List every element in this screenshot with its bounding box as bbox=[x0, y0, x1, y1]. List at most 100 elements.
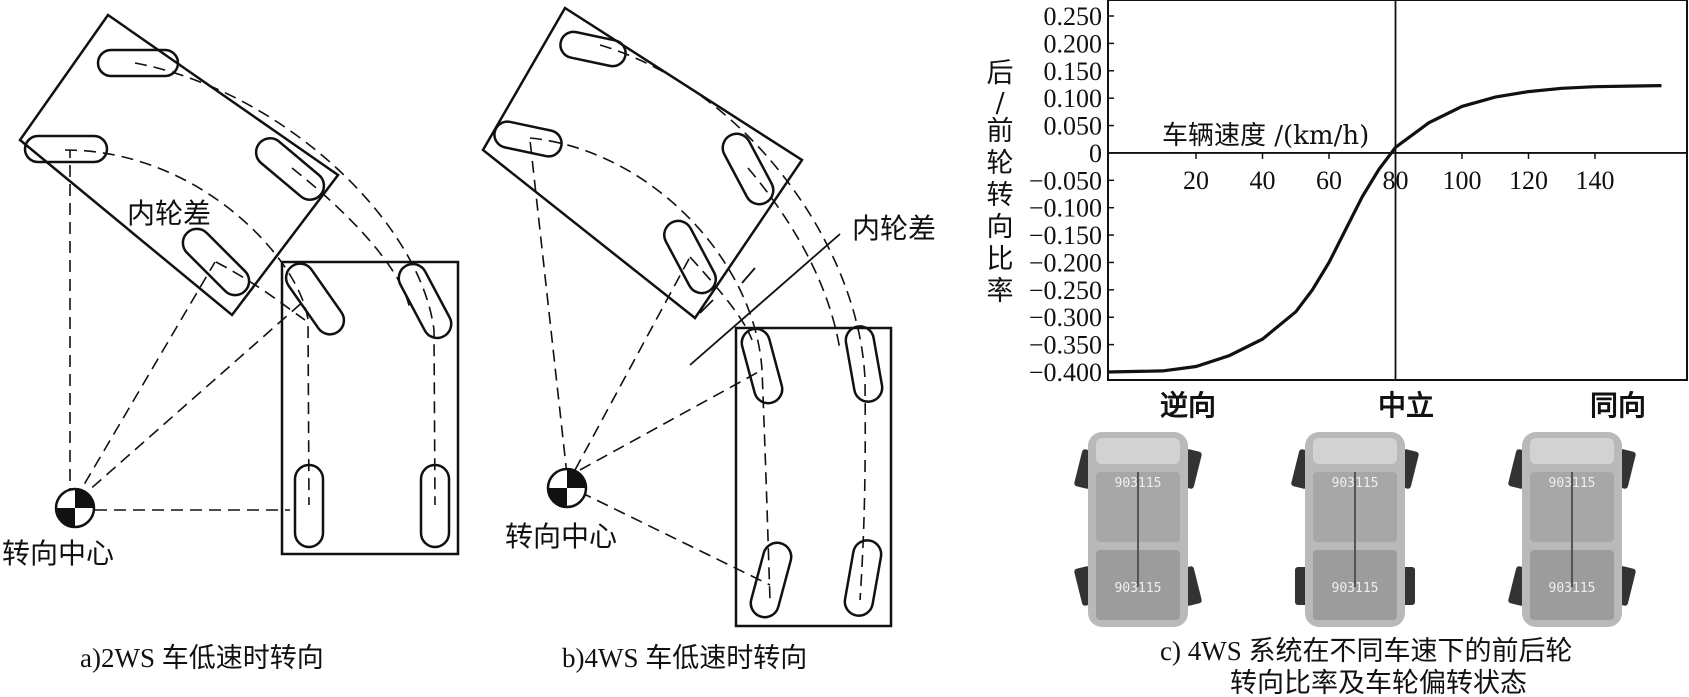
car-plate-text: 903115 bbox=[1332, 581, 1379, 596]
panel-b-inner-diff-pointer bbox=[689, 233, 841, 366]
panel-a-trajectories bbox=[64, 62, 436, 511]
y-tick-label: −0.400 bbox=[1029, 358, 1102, 387]
wheel bbox=[740, 327, 784, 405]
trajectory bbox=[689, 256, 753, 341]
wheel bbox=[559, 30, 627, 68]
panel-a-straight-vehicle bbox=[280, 260, 460, 556]
panel-a-center-label: 转向中心 bbox=[2, 537, 114, 570]
y-tick-label: −0.200 bbox=[1029, 248, 1102, 277]
car-hood bbox=[1096, 438, 1180, 464]
y-tick-label: 0.250 bbox=[1044, 2, 1103, 31]
y-tick-label: −0.100 bbox=[1029, 194, 1102, 223]
y-tick-label: −0.300 bbox=[1029, 303, 1102, 332]
wheel bbox=[181, 227, 251, 297]
y-tick-label: 0.050 bbox=[1044, 112, 1103, 141]
panel-b bbox=[481, 6, 893, 628]
panel-a-rotated-wheels bbox=[23, 48, 326, 297]
y-tick-label: 0.100 bbox=[1044, 84, 1103, 113]
state-label-neutral: 中立 bbox=[1378, 389, 1434, 422]
panel-a bbox=[18, 13, 460, 556]
y-tick-label: 0 bbox=[1089, 139, 1102, 168]
wheel bbox=[663, 219, 717, 295]
y-axis-label-char: 向 bbox=[987, 212, 1014, 243]
car-plate-text: 903115 bbox=[1332, 476, 1379, 491]
x-tick-label: 40 bbox=[1250, 166, 1276, 195]
x-tick-label: 60 bbox=[1316, 166, 1342, 195]
car-plate-text: 903115 bbox=[1549, 581, 1596, 596]
y-tick-label: −0.350 bbox=[1029, 331, 1102, 360]
y-axis-label-char: 前 bbox=[987, 116, 1014, 147]
wheel bbox=[23, 134, 109, 164]
radius-line bbox=[529, 139, 568, 476]
y-axis-label-char: 轮 bbox=[987, 148, 1014, 179]
y-tick-label: −0.250 bbox=[1029, 276, 1102, 305]
panel-b-rotated-wheels bbox=[493, 30, 775, 295]
radius-line bbox=[579, 369, 763, 471]
y-tick-label: 0.150 bbox=[1044, 57, 1103, 86]
x-tick-label: 100 bbox=[1443, 166, 1482, 195]
panel-b-straight-vehicle bbox=[734, 326, 893, 628]
panel-b-trajectories bbox=[529, 44, 867, 601]
y-axis-label-char: / bbox=[995, 88, 1005, 119]
wheel bbox=[284, 262, 346, 336]
panel-c-caption-line1: c) 4WS 系统在不同车速下的前后轮 bbox=[1160, 636, 1572, 666]
wheel bbox=[254, 137, 326, 201]
car-top-view: 903115 903115 bbox=[1291, 432, 1419, 627]
car-top-view: 903115 903115 bbox=[1508, 432, 1636, 627]
wheel bbox=[843, 539, 883, 617]
wheel bbox=[96, 48, 180, 78]
x-tick-label: 140 bbox=[1576, 166, 1615, 195]
radius-line bbox=[74, 261, 216, 501]
trajectory bbox=[134, 62, 436, 506]
panel-b-caption: b)4WS 车低速时转向 bbox=[562, 643, 807, 673]
x-tick-label: 120 bbox=[1509, 166, 1548, 195]
wheel bbox=[749, 541, 793, 619]
y-tick-label: −0.050 bbox=[1029, 166, 1102, 195]
trajectory bbox=[529, 137, 771, 601]
trajectory bbox=[747, 167, 841, 351]
car-plate-text: 903115 bbox=[1115, 581, 1162, 596]
state-label-same: 同向 bbox=[1590, 389, 1646, 422]
panel-b-rotated-vehicle bbox=[481, 6, 804, 320]
radius-line bbox=[77, 299, 306, 501]
panel-a-straight-wheels bbox=[284, 262, 453, 549]
trajectory bbox=[64, 149, 310, 506]
y-tick-label: 0.200 bbox=[1044, 29, 1103, 58]
panel-a-caption: a)2WS 车低速时转向 bbox=[80, 643, 324, 673]
panel-b-inner-diff-label: 内轮差 bbox=[852, 212, 936, 245]
x-tick-label: 20 bbox=[1183, 166, 1209, 195]
series-line bbox=[1107, 84, 1662, 374]
y-axis-label-char: 转 bbox=[987, 180, 1014, 211]
y-axis-label-char: 后 bbox=[987, 58, 1014, 89]
panel-b-center-label: 转向中心 bbox=[505, 520, 617, 553]
wheel bbox=[493, 120, 563, 158]
y-axis-ticks: 0.2500.2000.1500.1000.0500−0.050−0.100−0… bbox=[1029, 2, 1114, 387]
panel-a-rotated-vehicle bbox=[18, 13, 340, 317]
wheel bbox=[721, 132, 775, 206]
panel-b-steering-center-icon bbox=[546, 467, 588, 509]
radius-line bbox=[574, 256, 691, 471]
y-tick-label: −0.150 bbox=[1029, 221, 1102, 250]
state-label-reverse: 逆向 bbox=[1160, 389, 1216, 422]
panel-c-caption-line2: 转向比率及车轮偏转状态 bbox=[1230, 668, 1527, 697]
trajectory bbox=[291, 167, 411, 311]
car-hood bbox=[1530, 438, 1614, 464]
y-axis-label-char: 比 bbox=[987, 244, 1014, 275]
wheel bbox=[293, 463, 325, 549]
trajectory bbox=[215, 261, 306, 321]
radius-line bbox=[579, 491, 771, 586]
chart-frame bbox=[1107, 0, 1688, 381]
wheel bbox=[419, 463, 451, 549]
car-plate-text: 903115 bbox=[1549, 476, 1596, 491]
wheel bbox=[844, 325, 884, 403]
car-hood bbox=[1313, 438, 1397, 464]
panel-a-steering-center-icon bbox=[54, 487, 96, 529]
x-axis-label: 车辆速度 /(km/h) bbox=[1162, 121, 1369, 151]
trajectory bbox=[599, 44, 867, 601]
wheel bbox=[397, 262, 453, 340]
panel-c-chart: 0.2500.2000.1500.1000.0500−0.050−0.100−0… bbox=[987, 0, 1688, 387]
